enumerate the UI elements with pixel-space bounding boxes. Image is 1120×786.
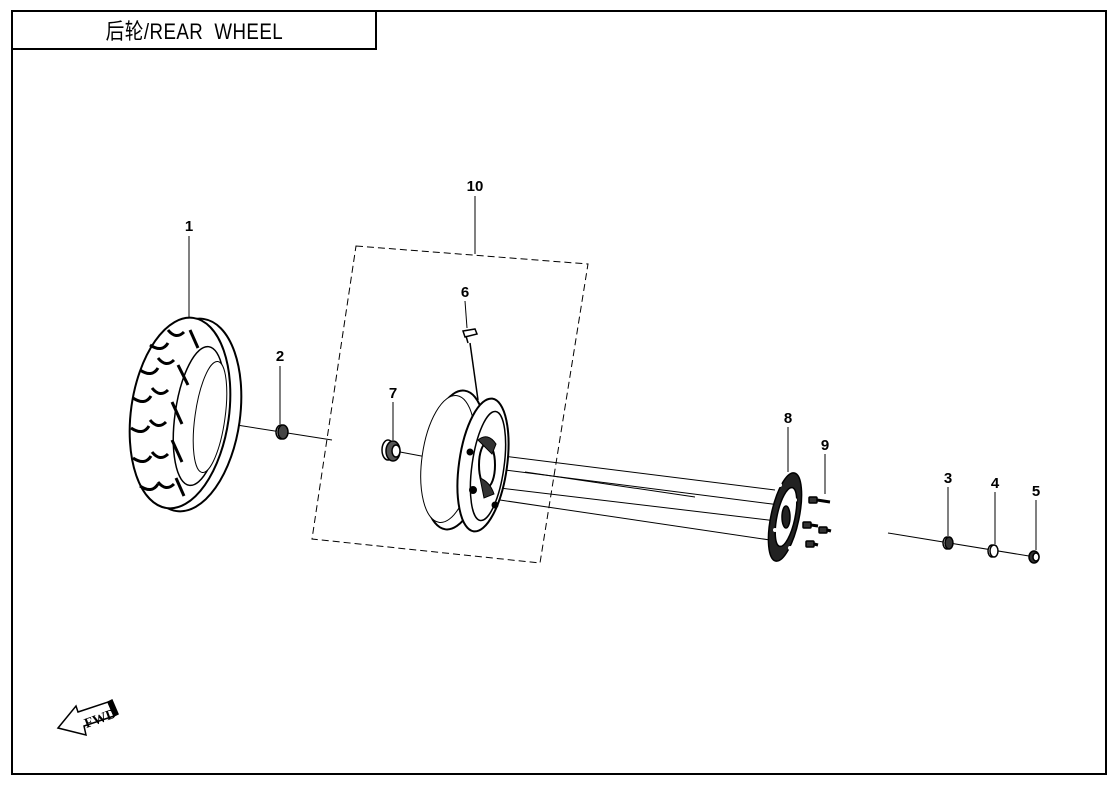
- fwd-arrow-icon: FWD: [56, 698, 119, 737]
- washer-part: [942, 536, 954, 550]
- spacer-part: [275, 424, 289, 440]
- title-box: 后轮/REAR WHEEL: [11, 10, 377, 50]
- tire-part: [128, 316, 243, 513]
- axle-nut-part: [1028, 550, 1040, 564]
- rim-part: [420, 389, 510, 533]
- callout-10: 10: [467, 178, 484, 195]
- callout-9: 9: [821, 437, 829, 454]
- callout-8: 8: [784, 410, 792, 427]
- callout-4: 4: [991, 475, 1000, 492]
- callout-2: 2: [276, 348, 284, 365]
- disc-bolt-group: [802, 496, 832, 548]
- disc-bolt: [805, 540, 819, 548]
- leader-lines: [188, 196, 1037, 550]
- page-title: 后轮/REAR WHEEL: [105, 19, 283, 44]
- drawing-frame: [11, 10, 1107, 775]
- disc-bolt: [808, 496, 831, 504]
- callout-5: 5: [1032, 483, 1040, 500]
- bearing-part: [381, 439, 401, 462]
- callout-6: 6: [461, 284, 469, 301]
- disc-bolt: [802, 521, 819, 529]
- wheel-assembly-group-box: [311, 245, 589, 564]
- callout-3: 3: [944, 470, 952, 487]
- callout-7: 7: [389, 385, 397, 402]
- valve-part: [462, 328, 479, 401]
- brake-disc-part: [767, 472, 803, 562]
- disc-bolt: [818, 526, 832, 534]
- spacer-ring-part: [987, 544, 999, 558]
- assembly-axis-lines: [204, 419, 1036, 558]
- callout-1: 1: [185, 218, 193, 235]
